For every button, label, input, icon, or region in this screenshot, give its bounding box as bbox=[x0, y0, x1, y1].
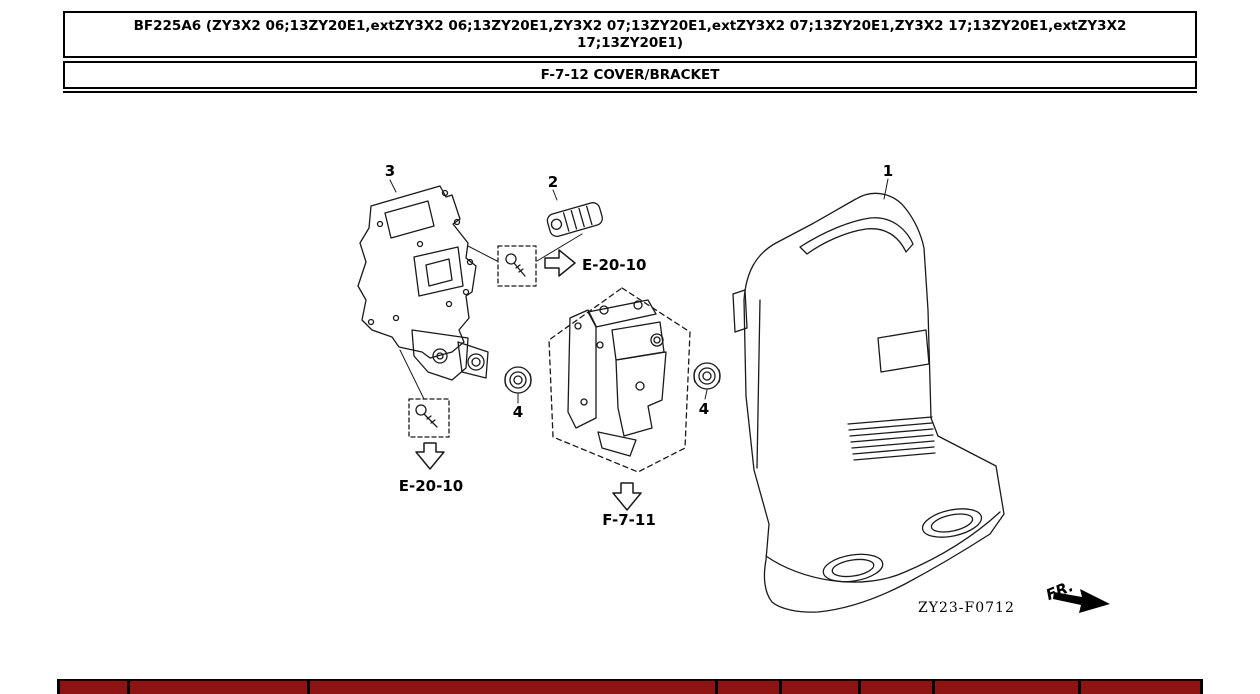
ref-e-20-10-lower[interactable]: E-20-10 bbox=[399, 477, 463, 495]
fr-arrow-icon bbox=[1053, 589, 1110, 613]
front-direction-marker: FR. bbox=[1043, 577, 1110, 613]
model-title-box: BF225A6 (ZY3X2 06;13ZY20E1,extZY3X2 06;1… bbox=[63, 11, 1197, 58]
arrow-down-icon bbox=[415, 442, 445, 470]
ref-f-7-11[interactable]: F-7-11 bbox=[602, 511, 656, 529]
footer-nav-cell[interactable] bbox=[861, 681, 932, 694]
part-label-4-left: 4 bbox=[513, 403, 523, 421]
footer-nav-cell[interactable] bbox=[129, 681, 307, 694]
footer-nav-cell[interactable] bbox=[309, 681, 716, 694]
leader-lines bbox=[389, 178, 889, 404]
bolt-callout-lower bbox=[408, 398, 450, 438]
arrow-down-icon bbox=[612, 482, 642, 511]
footer-nav-cell[interactable] bbox=[718, 681, 779, 694]
clip-part-2 bbox=[546, 202, 603, 238]
header-rule bbox=[63, 91, 1197, 93]
bracket-assembly bbox=[567, 299, 667, 457]
part-label-1: 1 bbox=[883, 162, 893, 180]
footer-nav-cell[interactable] bbox=[1081, 681, 1200, 694]
part-label-2: 2 bbox=[548, 173, 558, 191]
part-label-4-right: 4 bbox=[699, 400, 709, 418]
bracket-part-3 bbox=[357, 185, 489, 381]
parts-diagram: 3 2 1 4 4 E-20-10 E-20-10 F-7-11 ZY23-F0… bbox=[357, 162, 1110, 616]
bolt-callout-upper bbox=[497, 245, 537, 287]
footer-nav-cell[interactable] bbox=[60, 681, 127, 694]
grommet-left bbox=[504, 366, 532, 394]
part-label-3: 3 bbox=[385, 162, 395, 180]
cover-part-1 bbox=[732, 192, 1005, 613]
ref-e-20-10-upper[interactable]: E-20-10 bbox=[582, 256, 646, 274]
footer-nav-cell[interactable] bbox=[934, 681, 1079, 694]
assembly-dashed-outline bbox=[548, 287, 691, 473]
section-title-box: F-7-12 COVER/BRACKET bbox=[63, 61, 1197, 89]
footer-nav-bar bbox=[57, 679, 1203, 694]
arrow-right-icon bbox=[544, 249, 576, 277]
footer-nav-cell[interactable] bbox=[781, 681, 859, 694]
grommet-right bbox=[693, 362, 721, 390]
drawing-code: ZY23-F0712 bbox=[918, 600, 1015, 616]
